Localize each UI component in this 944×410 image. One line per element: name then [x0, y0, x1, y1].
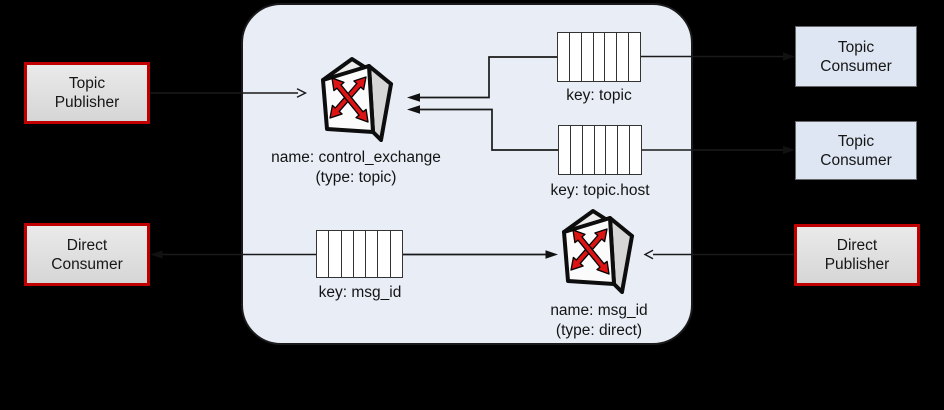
direct-publisher-box: Direct Publisher [794, 224, 920, 286]
direct-consumer-box: Direct Consumer [24, 223, 150, 286]
topic-consumer-1-label-line1: Topic [837, 38, 875, 56]
wire-direct-publisher-to-direct-exchange [643, 249, 794, 260]
crossed-arrows-glyph [570, 228, 610, 275]
topic-publisher-label-line1: Topic [68, 75, 106, 92]
direct-publisher-label-line1: Direct [836, 237, 878, 254]
topic-publisher-box: Topic Publisher [24, 62, 150, 124]
control-exchange-name: name: control_exchange [271, 149, 441, 166]
crossed-arrows-glyph [329, 76, 369, 123]
direct-consumer-label-line2: Consumer [51, 255, 123, 273]
topic-consumer-2-box: Topic Consumer [795, 121, 917, 180]
wire-topic-publisher-to-control-exchange [150, 88, 308, 98]
wire-queue-msgid-to-direct-consumer [150, 250, 316, 259]
topic-consumer-1-label-line2: Consumer [820, 57, 892, 75]
direct-exchange-type: (type: direct) [555, 322, 643, 339]
queue-msgid-key-label: key: msg_id [318, 284, 402, 301]
wire-queue-topic-host-to-topic-consumer-2 [642, 145, 795, 155]
wire-queue-topic-to-control-exchange [407, 56, 557, 102]
topic-consumer-2-label-line2: Consumer [820, 151, 892, 169]
control-exchange-label: name: control_exchange (type: topic) [246, 148, 466, 188]
queue-topic-host-key-label: key: topic.host [550, 182, 650, 199]
direct-exchange-label: name: msg_id (type: direct) [489, 301, 709, 341]
direct-exchange-name: name: msg_id [550, 302, 648, 319]
queue-buffer-icon [316, 230, 403, 278]
queue-buffer-icon [557, 32, 641, 82]
direct-consumer-label-line1: Direct [66, 236, 108, 254]
queue-topic-key-label: key: topic [566, 87, 632, 104]
control-exchange-type: (type: topic) [315, 169, 397, 186]
wire-queue-topic-to-topic-consumer-1 [641, 52, 795, 61]
topic-consumer-1-box: Topic Consumer [795, 26, 917, 87]
exchange-switch-icon [321, 57, 393, 142]
queue-buffer-icon [558, 125, 642, 175]
exchange-switch-icon [562, 209, 634, 294]
topic-publisher-label-line2: Publisher [54, 94, 120, 111]
topic-consumer-2-label-line1: Topic [837, 132, 875, 150]
wire-queue-topic-host-to-control-exchange [407, 105, 558, 151]
wire-queue-msgid-to-direct-exchange [403, 250, 558, 259]
direct-publisher-label-line2: Publisher [824, 256, 890, 273]
